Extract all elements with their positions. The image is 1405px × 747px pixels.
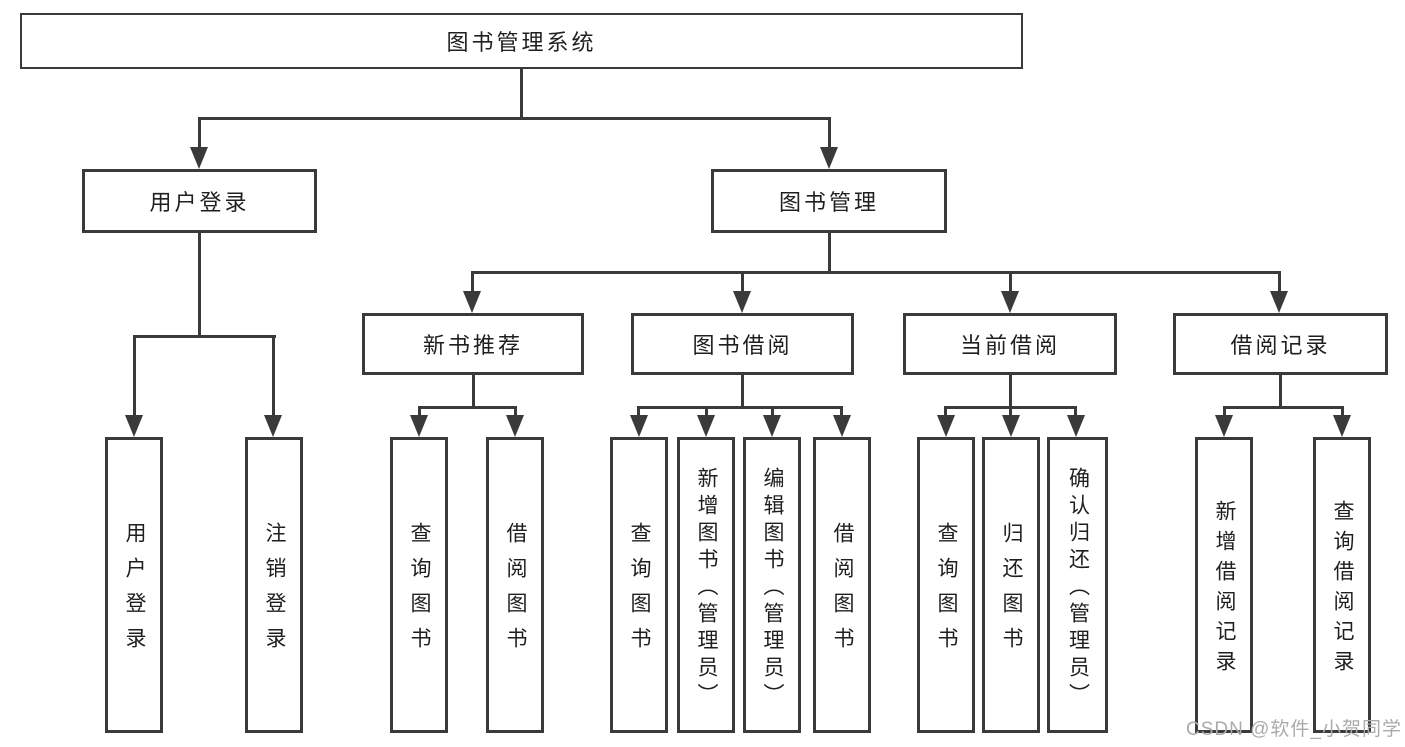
leaf-add-book-admin: 新增图书（管理员）	[677, 437, 735, 733]
connector-line	[471, 271, 474, 295]
connector-line	[514, 406, 517, 419]
leaf-query-borrow-record: 查询借阅记录	[1313, 437, 1371, 733]
leaf-add-borrow-record: 新增借阅记录	[1195, 437, 1253, 733]
connector-line	[840, 406, 843, 419]
connector-line	[198, 117, 831, 120]
connector-line	[1341, 406, 1344, 419]
connector-line	[133, 335, 276, 338]
connector-line	[418, 406, 517, 409]
connector-line	[1074, 406, 1077, 419]
node-label: 当前借阅	[959, 333, 1060, 358]
connector-line	[1009, 271, 1012, 295]
leaf-label: 确认归还（管理员）	[1066, 466, 1090, 710]
connector-line	[1009, 375, 1012, 408]
arrow-down-icon	[820, 147, 838, 169]
connector-line	[472, 375, 475, 408]
arrow-down-icon	[630, 415, 648, 437]
watermark: CSDN @软件_小贺同学	[1186, 719, 1402, 740]
node-label: 新书推荐	[422, 333, 523, 358]
leaf-borrow-books-borrowing: 借阅图书	[813, 437, 871, 733]
node-new-book-recommend: 新书推荐	[362, 313, 584, 375]
connector-line	[771, 406, 774, 419]
leaf-label: 借阅图书	[831, 522, 854, 662]
arrow-down-icon	[1001, 291, 1019, 313]
leaf-label: 用户登录	[123, 522, 146, 662]
connector-line	[520, 69, 523, 118]
connector-line	[272, 335, 275, 419]
connector-line	[471, 271, 1281, 274]
leaf-label: 借阅图书	[504, 522, 527, 662]
connector-line	[741, 375, 744, 408]
arrow-down-icon	[697, 415, 715, 437]
leaf-user-login: 用户登录	[105, 437, 163, 733]
connector-line	[1009, 406, 1012, 419]
arrow-down-icon	[125, 415, 143, 437]
node-label: 图书管理系统	[446, 30, 597, 55]
leaf-query-books-current: 查询图书	[917, 437, 975, 733]
connector-line	[741, 271, 744, 295]
leaf-label: 查询图书	[408, 522, 431, 662]
arrow-down-icon	[463, 291, 481, 313]
connector-line	[828, 233, 831, 273]
node-user-login: 用户登录	[82, 169, 317, 233]
arrow-down-icon	[1002, 415, 1020, 437]
connector-line	[637, 406, 640, 419]
arrow-down-icon	[190, 147, 208, 169]
connector-line	[1278, 271, 1281, 295]
arrow-down-icon	[506, 415, 524, 437]
connector-line	[1223, 406, 1343, 409]
connector-line	[828, 117, 831, 149]
arrow-down-icon	[937, 415, 955, 437]
arrow-down-icon	[763, 415, 781, 437]
leaf-return-book: 归还图书	[982, 437, 1040, 733]
leaf-label: 查询图书	[935, 522, 958, 662]
node-label: 借阅记录	[1230, 333, 1331, 358]
connector-line	[418, 406, 421, 419]
leaf-label: 新增图书（管理员）	[695, 466, 718, 710]
node-label: 图书管理	[778, 190, 879, 215]
leaf-logout: 注销登录	[245, 437, 303, 733]
connector-line	[705, 406, 708, 419]
leaf-edit-book-admin: 编辑图书（管理员）	[743, 437, 801, 733]
arrow-down-icon	[1333, 415, 1351, 437]
arrow-down-icon	[1270, 291, 1288, 313]
leaf-label: 查询图书	[628, 522, 651, 662]
connector-line	[198, 117, 201, 149]
node-book-management: 图书管理	[711, 169, 947, 233]
arrow-down-icon	[833, 415, 851, 437]
arrow-down-icon	[733, 291, 751, 313]
arrow-down-icon	[410, 415, 428, 437]
leaf-borrow-books-recommend: 借阅图书	[486, 437, 544, 733]
arrow-down-icon	[1067, 415, 1085, 437]
connector-line	[637, 406, 843, 409]
leaf-confirm-return-admin: 确认归还（管理员）	[1047, 437, 1108, 733]
leaf-query-books-recommend: 查询图书	[390, 437, 448, 733]
node-book-borrowing: 图书借阅	[631, 313, 854, 375]
connector-line	[133, 335, 136, 419]
node-library-management-system: 图书管理系统	[20, 13, 1023, 69]
connector-line	[1223, 406, 1226, 419]
leaf-label: 新增借阅记录	[1213, 499, 1236, 680]
leaf-label: 归还图书	[1000, 522, 1023, 662]
arrow-down-icon	[264, 415, 282, 437]
connector-line	[198, 233, 201, 337]
leaf-query-books-borrowing: 查询图书	[610, 437, 668, 733]
leaf-label: 查询借阅记录	[1331, 499, 1354, 680]
connector-line	[944, 406, 947, 419]
node-label: 图书借阅	[692, 333, 793, 358]
node-label: 用户登录	[149, 190, 250, 215]
node-current-borrowing: 当前借阅	[903, 313, 1117, 375]
node-borrowing-records: 借阅记录	[1173, 313, 1388, 375]
leaf-label: 注销登录	[263, 522, 286, 662]
leaf-label: 编辑图书（管理员）	[761, 466, 784, 710]
connector-line	[1279, 375, 1282, 408]
arrow-down-icon	[1215, 415, 1233, 437]
